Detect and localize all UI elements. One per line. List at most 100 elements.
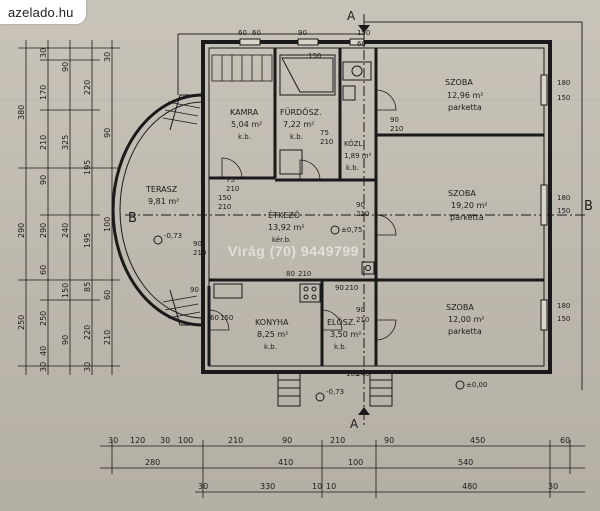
svg-text:SZOBA: SZOBA	[445, 78, 473, 87]
svg-text:85: 85	[83, 282, 92, 292]
bottom-dims-row1: 30 120 30 100 210 90 210 90 450 60	[108, 436, 570, 445]
svg-text:19,20 m²: 19,20 m²	[451, 201, 487, 210]
entrance-steps	[277, 371, 393, 407]
svg-text:210: 210	[356, 210, 369, 218]
svg-text:290: 290	[39, 223, 48, 238]
svg-text:60: 60	[252, 29, 261, 37]
svg-text:60: 60	[357, 40, 366, 48]
room-kamra: KAMRA 5,04 m² k.b.	[230, 108, 262, 141]
svg-text:10: 10	[312, 482, 322, 491]
svg-text:ÉTKEZŐ: ÉTKEZŐ	[268, 209, 300, 220]
phone-watermark: Virág (70) 9449799	[228, 243, 359, 259]
svg-text:SZOBA: SZOBA	[448, 189, 476, 198]
svg-text:k.b.: k.b.	[290, 133, 303, 141]
svg-text:210: 210	[39, 135, 48, 150]
bottom-dims-row2: 280 410 100 540	[145, 458, 473, 467]
svg-text:90: 90	[282, 436, 292, 445]
svg-text:90: 90	[356, 201, 365, 209]
level-markers	[153, 225, 465, 402]
left-dims-col1: 380 290 250	[17, 105, 26, 330]
svg-text:150: 150	[218, 194, 231, 202]
svg-text:KÖZL.: KÖZL.	[344, 139, 365, 148]
interior-walls	[207, 48, 544, 366]
room-szoba-1: SZOBA 12,96 m² parketta	[445, 78, 483, 112]
svg-text:150: 150	[557, 94, 570, 102]
svg-text:250: 250	[39, 311, 48, 326]
svg-text:90: 90	[61, 62, 70, 72]
room-szoba-3: SZOBA 12,00 m² parketta	[446, 303, 484, 336]
svg-text:parketta: parketta	[450, 213, 484, 222]
svg-text:180: 180	[557, 194, 570, 202]
svg-text:150: 150	[557, 315, 570, 323]
svg-text:90: 90	[190, 286, 199, 294]
level-entrance: -0,73	[326, 388, 344, 396]
svg-text:30: 30	[39, 362, 48, 372]
svg-text:60: 60	[39, 265, 48, 275]
svg-text:60: 60	[210, 314, 219, 322]
svg-text:210: 210	[218, 203, 231, 211]
svg-text:30: 30	[548, 482, 558, 491]
svg-text:120: 120	[130, 436, 145, 445]
svg-text:90: 90	[390, 116, 399, 124]
svg-text:90: 90	[61, 335, 70, 345]
svg-text:150: 150	[557, 207, 570, 215]
left-dimension-lines	[25, 40, 113, 375]
svg-text:150: 150	[61, 283, 70, 298]
section-a-bottom: A	[350, 417, 359, 431]
section-a-top: A	[347, 9, 356, 23]
svg-text:parketta: parketta	[448, 103, 482, 112]
svg-text:75: 75	[226, 176, 235, 184]
svg-text:30: 30	[160, 436, 170, 445]
svg-text:5,04 m²: 5,04 m²	[231, 120, 262, 129]
svg-text:30: 30	[198, 482, 208, 491]
svg-text:250: 250	[17, 315, 26, 330]
svg-text:210: 210	[103, 330, 112, 345]
svg-text:90: 90	[298, 29, 307, 37]
svg-text:325: 325	[61, 135, 70, 150]
svg-text:9,81 m²: 9,81 m²	[148, 197, 179, 206]
svg-text:100: 100	[348, 458, 363, 467]
svg-text:220: 220	[83, 80, 92, 95]
left-dims-col4: 220 195 195 85 220 30	[83, 80, 92, 372]
door-swings	[208, 89, 397, 341]
svg-text:240: 240	[356, 370, 369, 378]
svg-text:210: 210	[330, 436, 345, 445]
svg-text:FÜRDŐSZ.: FÜRDŐSZ.	[280, 107, 322, 117]
svg-text:195: 195	[83, 160, 92, 175]
level-terasz: -0,73	[164, 232, 182, 240]
svg-text:450: 450	[470, 436, 485, 445]
svg-text:13,92 m²: 13,92 m²	[268, 223, 304, 232]
bottom-dimension-ticks	[111, 440, 571, 498]
svg-text:k.b.: k.b.	[264, 343, 277, 351]
svg-text:210: 210	[356, 316, 369, 324]
svg-text:30: 30	[103, 52, 112, 62]
svg-text:30: 30	[108, 436, 118, 445]
room-eloszoba: ELŐSZ. 3,50 m² k.b.	[327, 317, 361, 351]
svg-text:30: 30	[39, 48, 48, 58]
svg-text:90: 90	[335, 284, 344, 292]
svg-text:3,50 m²: 3,50 m²	[330, 330, 361, 339]
windows-top	[239, 38, 365, 46]
left-dims-col5: 30 90 100 60 210	[103, 52, 112, 345]
svg-text:480: 480	[462, 482, 477, 491]
svg-text:90: 90	[103, 128, 112, 138]
room-etkezo: ÉTKEZŐ 13,92 m² kér.b.	[268, 209, 304, 244]
svg-text:100: 100	[346, 370, 359, 378]
svg-text:k.b.: k.b.	[346, 164, 359, 172]
svg-text:40: 40	[39, 346, 48, 356]
svg-text:150: 150	[357, 29, 370, 37]
svg-text:220: 220	[83, 325, 92, 340]
section-b-left: B	[128, 211, 137, 226]
terrace-steps	[162, 101, 201, 319]
bottom-dims-row3: 30 330 10 10 480 30	[198, 482, 558, 491]
site-logo-badge[interactable]: azelado.hu	[0, 0, 86, 24]
bottom-dimension-lines	[100, 445, 585, 493]
bathroom-fixtures	[279, 54, 372, 175]
svg-text:k.b.: k.b.	[334, 343, 347, 351]
room-szoba-2: SZOBA 19,20 m² parketta	[448, 189, 487, 222]
svg-text:60: 60	[103, 290, 112, 300]
door-window-labels: 60 60 90 150 150 60 90 210 75 210 150 21…	[190, 29, 570, 378]
level-etkezo: ±0,75	[341, 226, 362, 234]
